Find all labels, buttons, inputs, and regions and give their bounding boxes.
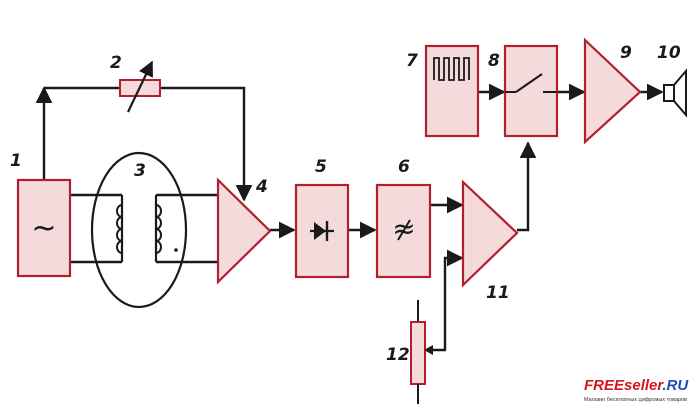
block-8-switch — [503, 44, 559, 138]
block-4-amplifier — [216, 177, 272, 285]
label-8: 8 — [488, 51, 500, 71]
label-9: 9 — [620, 43, 632, 63]
number-labels: 1 2 3 4 5 6 7 8 9 10 11 12 — [10, 43, 681, 365]
block-10-speaker — [663, 68, 687, 118]
watermark-domain: .RU — [662, 377, 689, 394]
label-2: 2 — [110, 53, 122, 73]
block-7-pulse-generator — [424, 44, 480, 138]
block-2-variable-resistor — [119, 60, 161, 113]
watermark: FREEseller.RU Магазин бесплатных цифровы… — [584, 377, 689, 403]
block-6-filter: ≈ — [375, 183, 432, 279]
wire-11-8 — [517, 141, 537, 232]
wires — [35, 83, 664, 352]
label-12: 12 — [386, 345, 410, 365]
watermark-tagline: Магазин бесплатных цифровых товаров — [584, 397, 687, 403]
block-12-potentiometer — [410, 300, 433, 404]
svg-text:FREEseller.RU: FREEseller.RU — [584, 377, 689, 394]
watermark-brand: FREEseller — [584, 377, 664, 394]
label-7: 7 — [406, 51, 418, 71]
label-6: 6 — [398, 157, 410, 177]
generator-symbol: ~ — [31, 211, 56, 246]
label-11: 11 — [486, 283, 510, 303]
block-9-amplifier — [583, 37, 642, 145]
label-5: 5 — [315, 157, 327, 177]
block-1-generator: ~ — [16, 178, 72, 278]
label-3: 3 — [134, 161, 146, 181]
wire-12-11 — [431, 249, 464, 352]
label-4: 4 — [255, 177, 268, 197]
block-11-amplifier — [461, 179, 519, 288]
wire-top-right — [160, 86, 253, 202]
block-5-rectifier — [294, 183, 350, 279]
block-3-transformer — [90, 151, 188, 309]
label-10: 10 — [657, 43, 681, 63]
label-1: 1 — [10, 151, 22, 171]
